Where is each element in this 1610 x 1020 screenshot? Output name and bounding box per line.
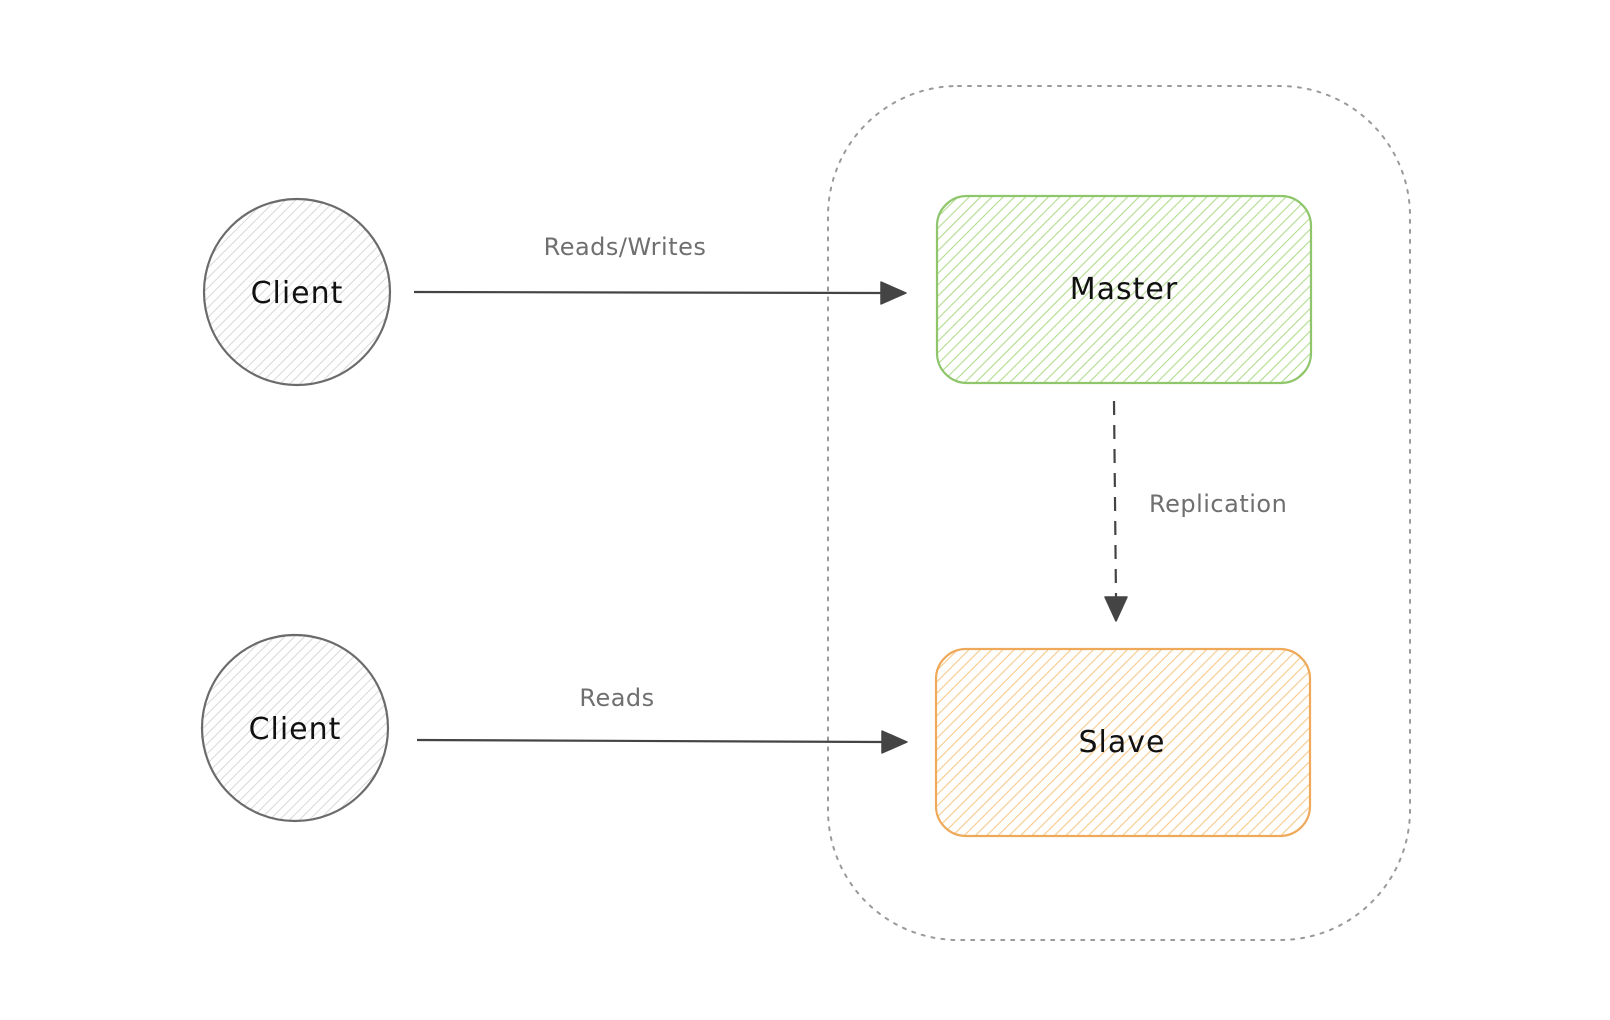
arrowhead-master-icon [880,281,907,305]
master-label: Master [1070,272,1178,307]
edge-replication: Replication [1104,400,1287,622]
edge-reads-writes-label: Reads/Writes [544,233,707,261]
client-label-bottom: Client [249,712,342,747]
master-box [935,194,1313,385]
client-node-top[interactable]: Client [202,197,392,387]
client-circle-bottom [200,633,390,823]
arrowhead-replication-icon [1104,596,1128,622]
edge-reads-writes-line [413,290,883,295]
edge-reads-line [416,738,885,744]
slave-node[interactable]: Slave [934,647,1312,838]
edge-reads: Reads [416,684,908,754]
client-circle-top [202,197,392,387]
slave-label: Slave [1079,725,1166,760]
edge-reads-writes: Reads/Writes [413,233,907,305]
edge-replication-line [1112,400,1118,599]
edge-replication-label: Replication [1149,490,1287,518]
master-node[interactable]: Master [935,194,1313,385]
slave-box [934,647,1312,838]
arrowhead-slave-icon [881,730,908,754]
client-label-top: Client [251,276,344,311]
client-node-bottom[interactable]: Client [200,633,390,823]
edge-reads-label: Reads [579,684,654,712]
cluster-boundary [827,85,1411,941]
